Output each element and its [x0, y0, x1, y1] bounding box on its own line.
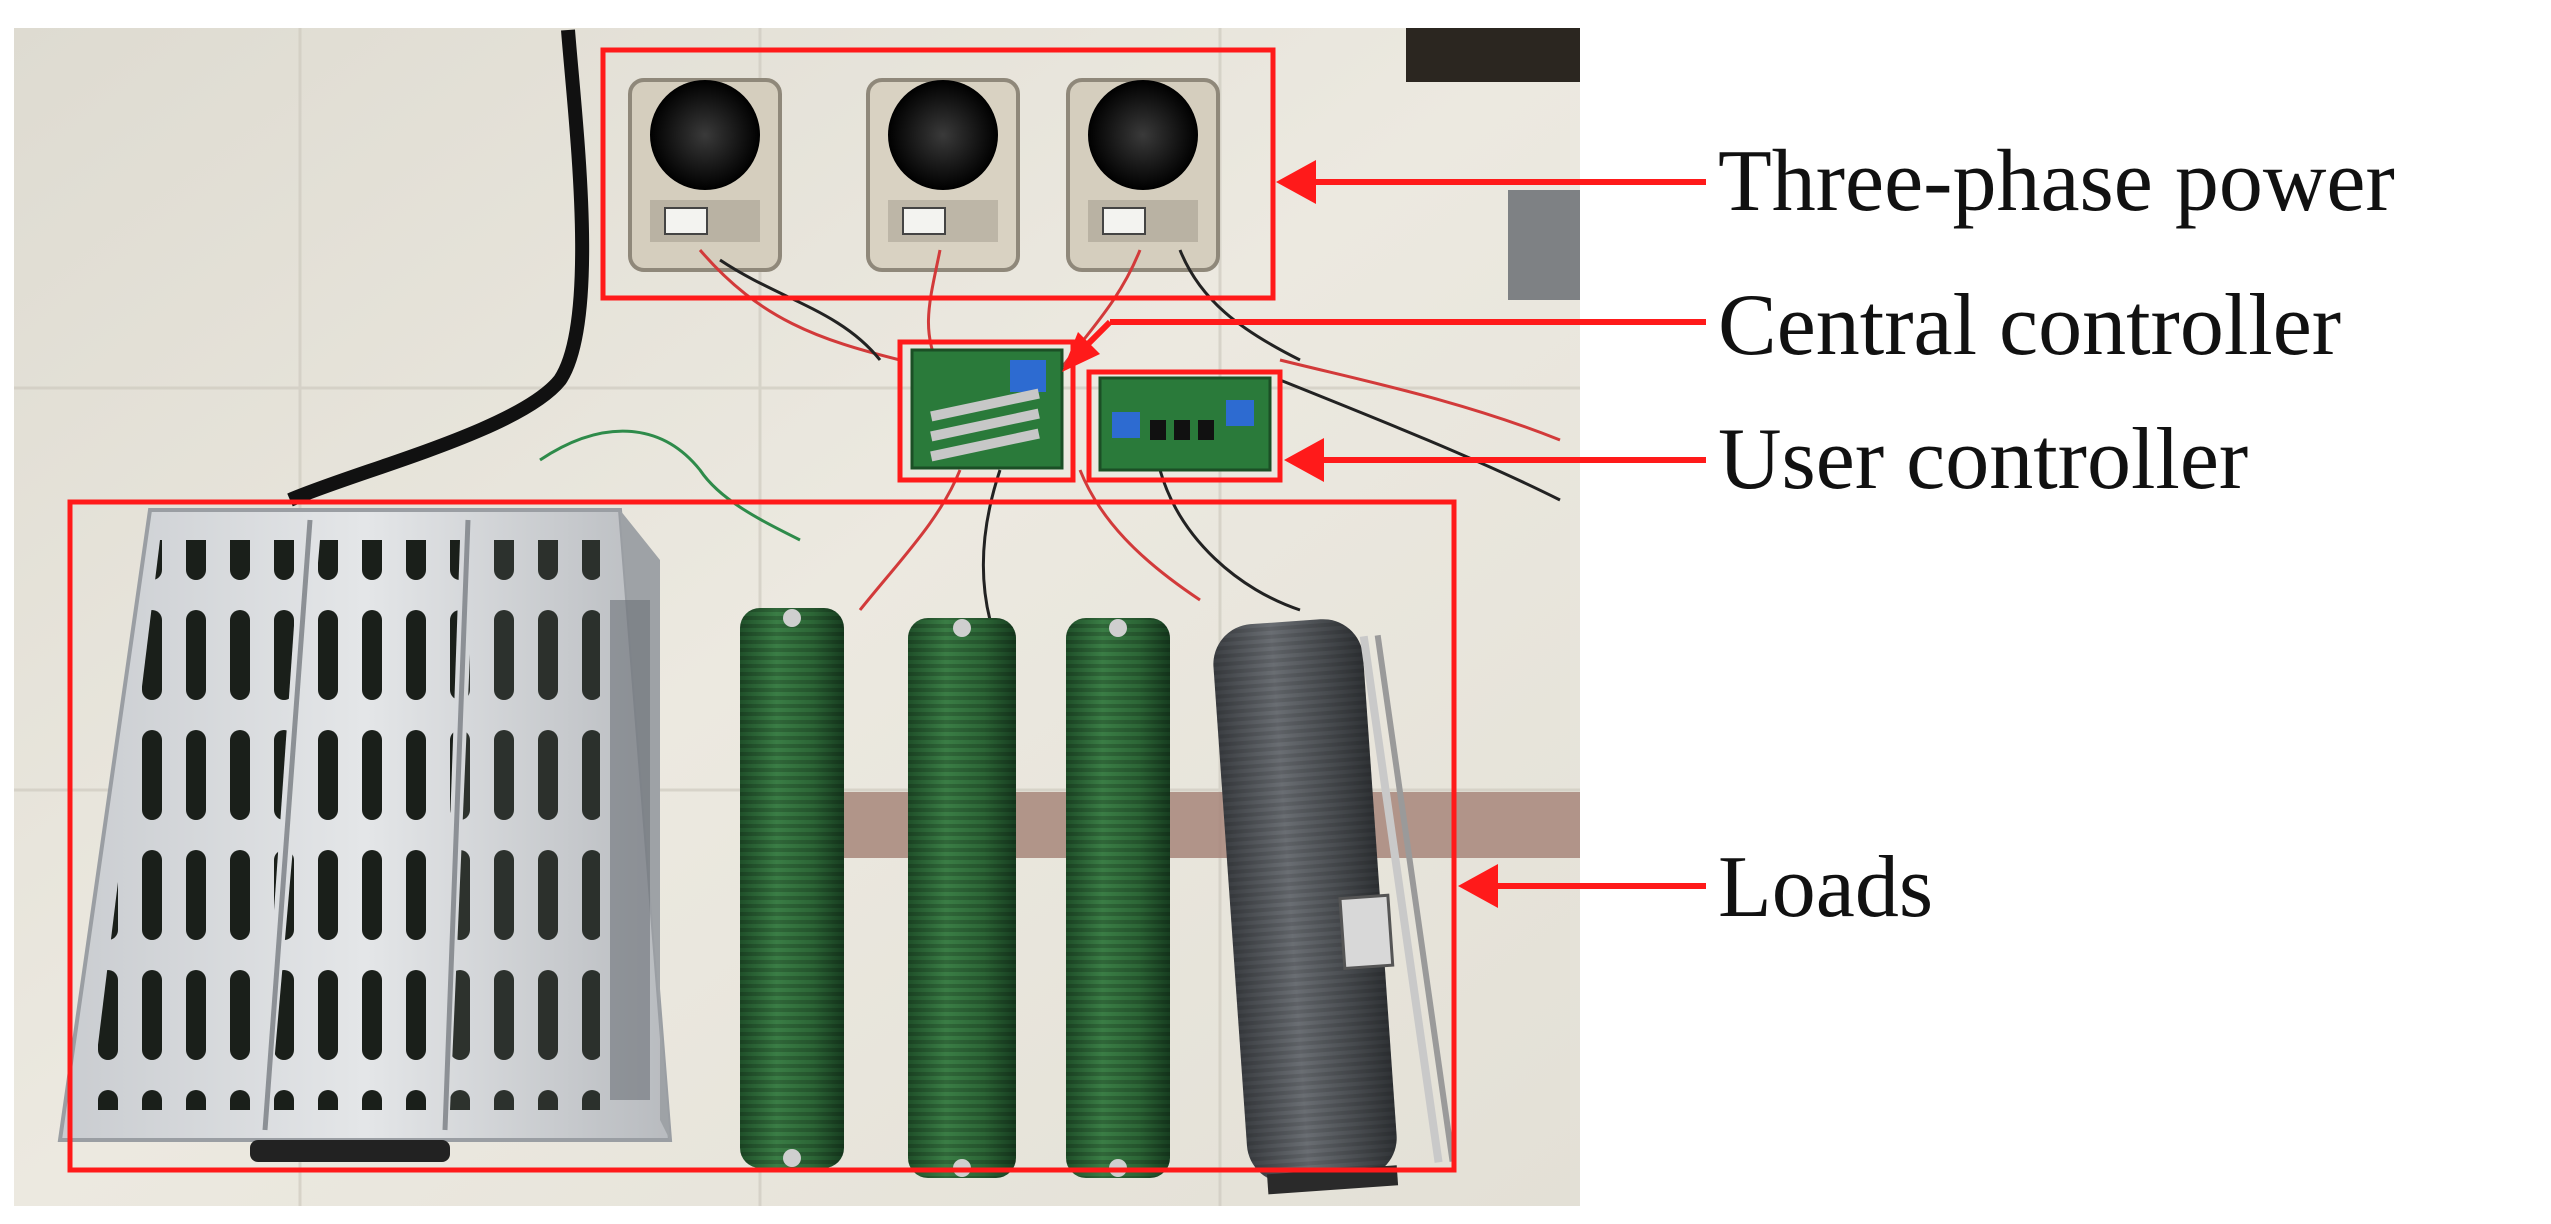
voltage-regulators — [628, 78, 1220, 272]
green-resistor-1 — [740, 608, 844, 1168]
arrow-three-phase-power — [1276, 160, 1706, 204]
user-controller-board — [1098, 376, 1272, 472]
regulator-1 — [628, 78, 782, 272]
power-cable — [287, 29, 590, 507]
label-loads: Loads — [1718, 839, 1934, 936]
wires — [539, 249, 1561, 621]
regulator-3 — [1066, 78, 1220, 272]
green-resistor-2 — [908, 618, 1016, 1178]
central-controller-board — [910, 348, 1064, 470]
rheostat — [1213, 619, 1456, 1195]
label-user-controller: User controller — [1718, 411, 2249, 508]
regulator-2 — [866, 78, 1020, 272]
label-three-phase-power: Three-phase power — [1718, 133, 2395, 230]
annotation-boxes — [67, 47, 1457, 1173]
side-device — [1508, 190, 1580, 300]
load-bank-panel — [57, 508, 673, 1162]
box-central-controller — [897, 339, 1076, 483]
box-user-controller — [1086, 369, 1283, 483]
label-central-controller: Central controller — [1718, 277, 2342, 374]
black-box — [1406, 28, 1580, 82]
arrow-central-controller — [1062, 319, 1706, 372]
green-resistor-3 — [1066, 618, 1170, 1178]
arrow-user-controller — [1284, 438, 1706, 482]
green-resistors — [740, 608, 1170, 1178]
arrow-loads — [1458, 864, 1706, 908]
box-loads — [67, 499, 1457, 1173]
box-three-phase-power — [600, 47, 1276, 301]
annotation-arrows — [1062, 160, 1706, 908]
